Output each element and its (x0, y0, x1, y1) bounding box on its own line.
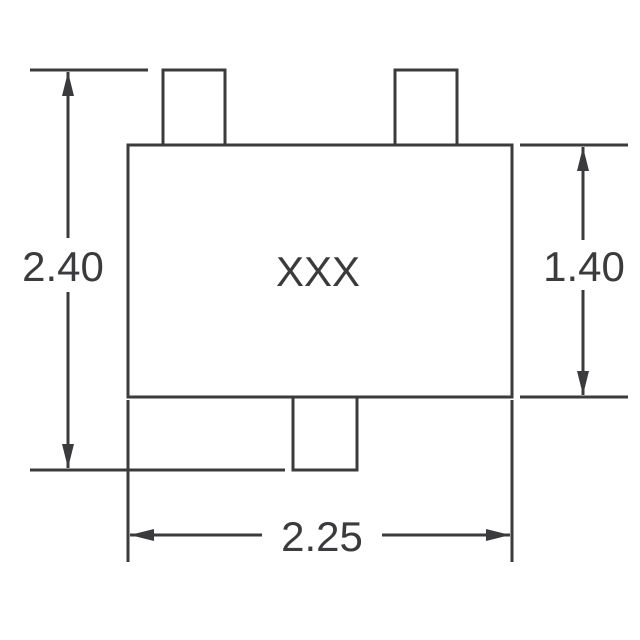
arrowhead-overall-top (62, 72, 74, 96)
body-marking-label: XXX (276, 248, 360, 295)
arrowhead-body-width-right (486, 529, 510, 541)
arrowhead-body-width-left (130, 529, 154, 541)
label-bg-body-width (262, 510, 382, 560)
label-bg-body-height (534, 240, 634, 290)
dim-body-height-label: 1.40 (543, 243, 625, 290)
label-backgrounds (16, 238, 634, 560)
arrowhead-overall-bottom (62, 444, 74, 468)
label-bg-overall-height (16, 238, 112, 292)
arrowhead-body-height-top (577, 147, 589, 171)
labels: XXX 2.40 1.40 2.25 (22, 243, 625, 560)
arrowheads (62, 72, 589, 541)
dim-body-width-label: 2.25 (281, 513, 363, 560)
dim-overall-height-label: 2.40 (22, 243, 104, 290)
arrowhead-body-height-bottom (577, 371, 589, 395)
pin-bottom (291, 395, 359, 472)
package-body (126, 143, 514, 399)
